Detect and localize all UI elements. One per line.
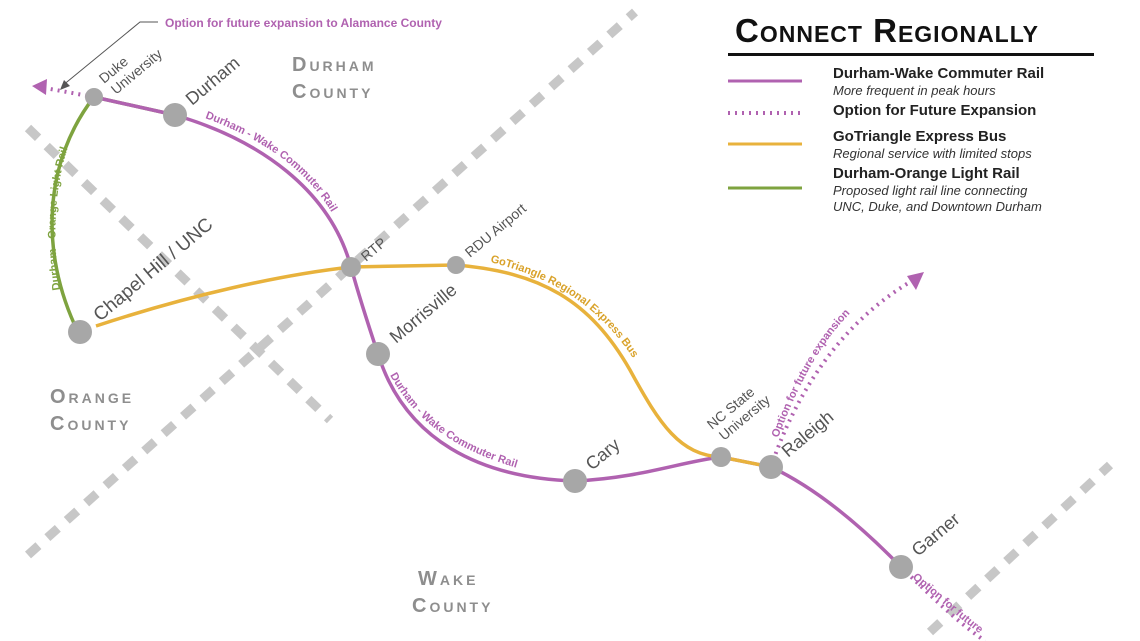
expansion-line-se	[899, 565, 987, 641]
express-bus-line	[95, 263, 772, 469]
legend-desc-express-bus: Regional service with limited stops	[833, 146, 1032, 161]
station-label-morrisville: Morrisville	[386, 280, 461, 347]
county-wake-line1: Wake	[418, 568, 479, 590]
annotation-expansion-se: Option for future	[910, 571, 985, 636]
annotation-alamance: Option for future expansion to Alamance …	[165, 16, 442, 30]
county-wake-line2: County	[412, 595, 494, 617]
station-chapel-hill	[68, 320, 92, 344]
expansion-arrow-alamance	[32, 79, 47, 95]
legend-name-expansion: Option for Future Expansion	[833, 102, 1037, 119]
county-label-durham: Durham County	[292, 52, 377, 106]
commuter-rail-line	[93, 95, 903, 569]
county-durham-line1: Durham	[292, 54, 377, 76]
legend-title: Connect Regionally	[735, 12, 1040, 49]
station-morrisville	[366, 342, 390, 366]
county-label-orange: Orange County	[50, 384, 134, 438]
legend-desc-commuter-rail: More frequent in peak hours	[833, 83, 996, 98]
station-label-durham: Durham	[182, 53, 244, 109]
station-label-rdu: RDU Airport	[462, 200, 530, 260]
station-rdu	[447, 256, 465, 274]
line-label-express-bus: GoTriangle Regional Express Bus	[489, 253, 640, 360]
station-label-cary: Cary	[582, 434, 624, 474]
station-cary	[563, 469, 587, 493]
station-garner	[889, 555, 913, 579]
legend-name-commuter-rail: Durham-Wake Commuter Rail	[833, 65, 1045, 82]
county-line-durham-wake	[24, 8, 639, 559]
expansion-line-ne	[769, 280, 912, 468]
station-duke	[85, 88, 103, 106]
legend-name-light-rail: Durham-Orange Light Rail	[833, 165, 1020, 182]
legend-name-express-bus: GoTriangle Express Bus	[833, 128, 1007, 145]
legend-desc-light-rail: Proposed light rail line connecting UNC,…	[833, 183, 1042, 214]
light-rail-line	[50, 95, 176, 333]
legend-divider	[728, 53, 1094, 56]
line-label-commuter-lower: Durham - Wake Commuter Rail	[387, 371, 518, 471]
alamance-leader-arrow	[60, 80, 70, 90]
county-boundaries	[24, 8, 1114, 636]
county-orange-line2: County	[50, 413, 132, 435]
station-label-garner: Garner	[908, 509, 964, 560]
station-nc-state	[711, 447, 731, 467]
station-durham	[163, 103, 187, 127]
station-rtp	[341, 257, 361, 277]
stations	[68, 88, 913, 579]
county-line-orange-durham	[24, 124, 334, 424]
county-durham-line2: County	[292, 81, 374, 103]
alamance-leader	[61, 21, 158, 87]
expansion-arrow-ne	[907, 272, 924, 290]
station-raleigh	[759, 455, 783, 479]
county-label-wake: Wake County	[412, 566, 493, 620]
legend-swatches	[728, 79, 802, 190]
county-orange-line1: Orange	[50, 386, 135, 408]
